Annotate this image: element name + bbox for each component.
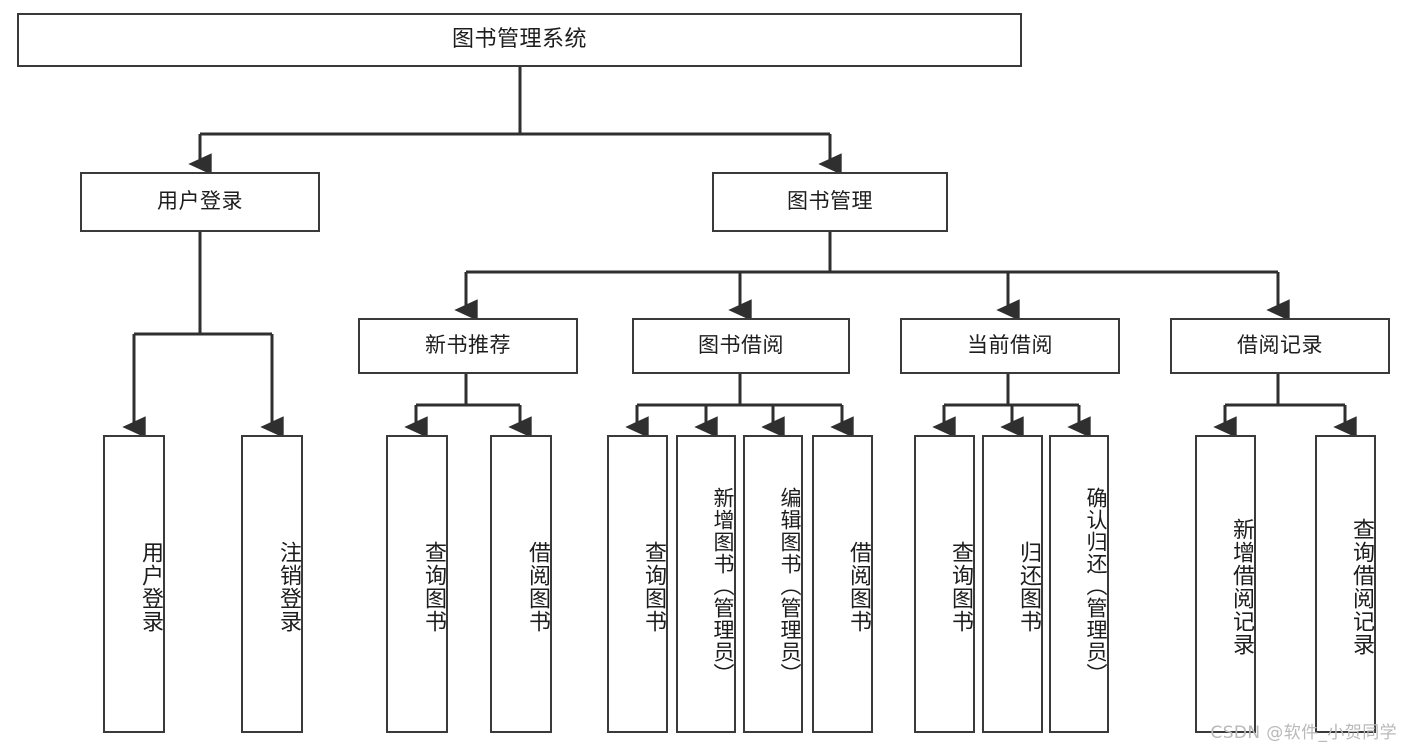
node-label: 图书管理	[787, 189, 873, 214]
leaf-confirm-return-admin[interactable]: 确认归还（管理员）	[1049, 435, 1109, 733]
node-label: 用户登录	[157, 189, 243, 214]
node-label: 编辑图书（管理员）	[778, 487, 802, 685]
leaf-search-books-borrow[interactable]: 查询图书	[607, 435, 668, 733]
node-label: 图书管理系统	[451, 26, 587, 52]
node-label: 查询借阅记录	[1349, 518, 1374, 656]
node-label: 归还图书	[1016, 541, 1041, 633]
csdn-watermark: CSDN @软件_小贺同学	[1210, 723, 1397, 743]
leaf-user-login[interactable]: 用户登录	[103, 435, 165, 733]
leaf-add-book-admin[interactable]: 新增图书（管理员）	[676, 435, 736, 733]
node-label: 图书借阅	[698, 333, 784, 358]
leaf-search-books-recommend[interactable]: 查询图书	[386, 435, 448, 733]
node-label: 查询图书	[421, 541, 446, 633]
node-book-management[interactable]: 图书管理	[712, 172, 948, 232]
node-label: 借阅图书	[525, 541, 550, 633]
leaf-query-borrow-record[interactable]: 查询借阅记录	[1315, 435, 1376, 733]
node-label: 查询图书	[641, 541, 666, 633]
node-label: 新增借阅记录	[1229, 518, 1254, 656]
node-book-borrowing[interactable]: 图书借阅	[632, 318, 850, 374]
leaf-search-books-current[interactable]: 查询图书	[914, 435, 975, 733]
node-current-borrowing[interactable]: 当前借阅	[900, 318, 1120, 374]
node-label: 借阅图书	[846, 541, 871, 633]
leaf-borrow-books[interactable]: 借阅图书	[812, 435, 873, 733]
node-label: 新增图书（管理员）	[711, 487, 735, 685]
node-label: 当前借阅	[967, 333, 1053, 358]
leaf-logout[interactable]: 注销登录	[241, 435, 303, 733]
node-label: 借阅记录	[1237, 333, 1323, 358]
node-root-book-management-system[interactable]: 图书管理系统	[17, 13, 1022, 67]
node-label: 查询图书	[948, 541, 973, 633]
leaf-borrow-books-recommend[interactable]: 借阅图书	[490, 435, 552, 733]
leaf-add-borrow-record[interactable]: 新增借阅记录	[1195, 435, 1256, 733]
node-label: 新书推荐	[425, 333, 511, 358]
node-user-login[interactable]: 用户登录	[80, 172, 320, 232]
node-label: 确认归还（管理员）	[1084, 487, 1108, 685]
node-label: 注销登录	[276, 541, 301, 633]
leaf-edit-book-admin[interactable]: 编辑图书（管理员）	[743, 435, 803, 733]
leaf-return-books[interactable]: 归还图书	[982, 435, 1043, 733]
node-label: 用户登录	[138, 541, 163, 633]
node-borrowing-record[interactable]: 借阅记录	[1170, 318, 1390, 374]
node-new-book-recommendation[interactable]: 新书推荐	[358, 318, 578, 374]
